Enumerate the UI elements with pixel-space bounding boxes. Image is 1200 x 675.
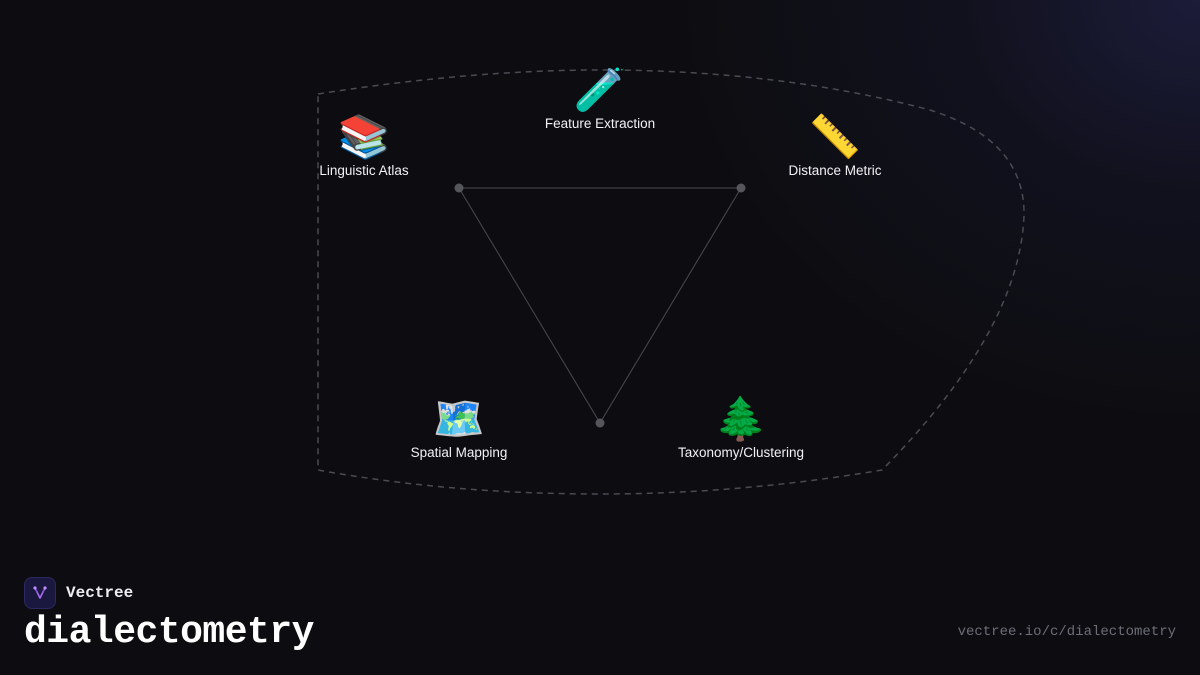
edge-distance-center xyxy=(599,187,742,424)
vertex-right xyxy=(736,183,746,193)
vertex-left xyxy=(454,183,464,193)
node-label: Linguistic Atlas xyxy=(319,163,409,178)
cluster-boundary xyxy=(317,69,1025,495)
edge-center-atlas xyxy=(458,187,601,424)
node-label: Feature Extraction xyxy=(544,116,656,131)
brand[interactable]: Vectree xyxy=(24,577,133,609)
page-title: dialectometry xyxy=(24,611,314,654)
node-linguistic-atlas[interactable]: 📚 Linguistic Atlas xyxy=(319,112,409,179)
node-taxonomy-clustering[interactable]: 🌲 Taxonomy/Clustering xyxy=(677,394,805,461)
node-distance-metric[interactable]: 📏 Distance Metric xyxy=(788,112,882,179)
vertex-bottom xyxy=(595,418,605,428)
books-icon: 📚 xyxy=(337,112,391,161)
brand-name: Vectree xyxy=(66,584,134,602)
node-label: Distance Metric xyxy=(788,163,882,178)
vectree-logo xyxy=(24,577,56,609)
node-spatial-mapping[interactable]: 🗺️ Spatial Mapping xyxy=(410,394,508,461)
node-feature-extraction[interactable]: 🧪 Feature Extraction xyxy=(544,65,656,132)
node-label: Taxonomy/Clustering xyxy=(677,445,805,460)
vectree-fork-icon xyxy=(33,586,47,599)
test-tube-icon: 🧪 xyxy=(573,65,627,114)
world-map-icon: 🗺️ xyxy=(432,394,486,443)
ruler-icon: 📏 xyxy=(808,112,862,161)
page-url[interactable]: vectree.io/c/dialectometry xyxy=(957,624,1176,640)
node-label: Spatial Mapping xyxy=(410,445,508,460)
evergreen-tree-icon: 🌲 xyxy=(714,394,768,443)
